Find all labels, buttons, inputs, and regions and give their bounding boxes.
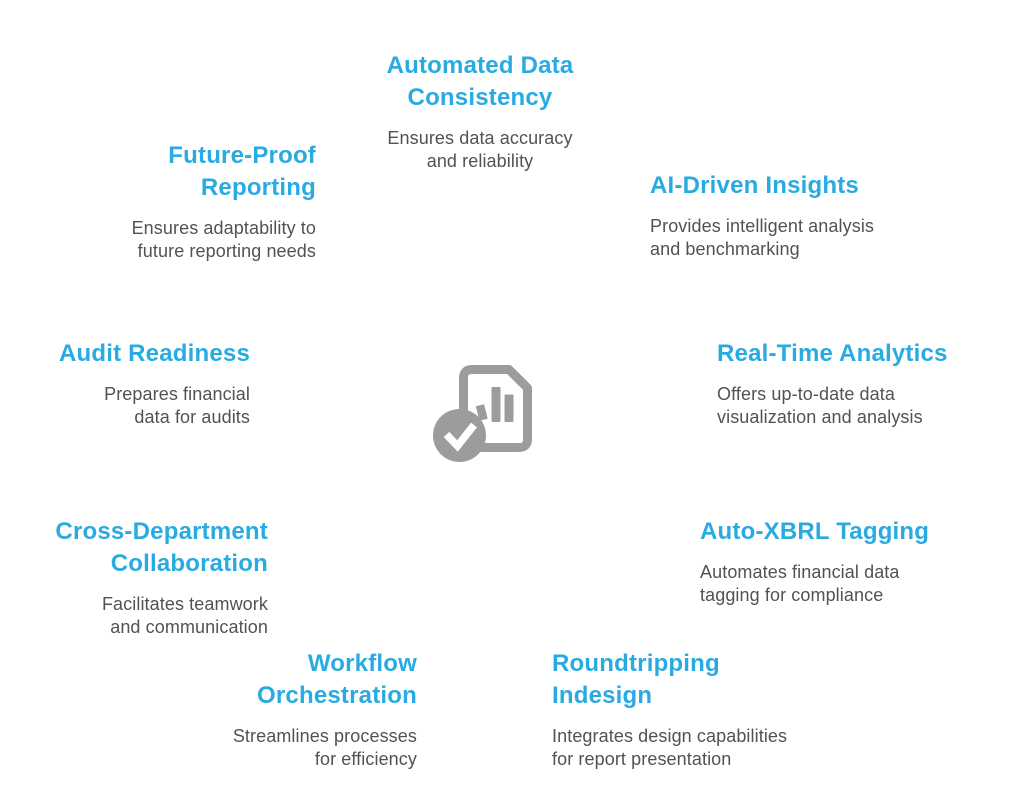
financial-report-check-icon [430,359,540,469]
report-check-svg [433,365,532,462]
feature-description: Ensures data accuracy and reliability [387,128,573,171]
feature-description: Facilitates teamwork and communication [101,594,268,637]
feature-title: Future-Proof Reporting [168,142,316,201]
feature-audit-readiness: Audit Readiness Prepares financial data … [59,338,250,429]
bar-chart-icon [475,387,514,422]
feature-description: Provides intelligent analysis and benchm… [650,216,875,259]
feature-title: Cross-Department Collaboration [55,518,268,577]
feature-automated-data-consistency: Automated Data Consistency Ensures data … [387,50,574,173]
feature-title: Automated Data Consistency [386,52,574,111]
feature-description: Integrates design capabilities for repor… [552,726,788,769]
feature-title: Auto-XBRL Tagging [700,518,930,545]
feature-ai-driven-insights: AI-Driven Insights Provides intelligent … [650,170,874,261]
feature-roundtripping-indesign: Roundtripping Indesign Integrates design… [552,648,787,771]
feature-description: Prepares financial data for audits [104,384,250,427]
feature-description: Offers up-to-date data visualization and… [717,384,923,427]
feature-real-time-analytics: Real-Time Analytics Offers up-to-date da… [717,338,948,429]
feature-auto-xbrl-tagging: Auto-XBRL Tagging Automates financial da… [700,516,929,607]
feature-workflow-orchestration: Workflow Orchestration Streamlines proce… [233,648,417,771]
feature-title: AI-Driven Insights [650,172,859,199]
feature-title: Audit Readiness [58,340,250,367]
feature-title: Roundtripping Indesign [552,650,720,709]
feature-description: Automates financial data tagging for com… [700,562,900,605]
checkmark-circle-icon [433,409,486,462]
feature-future-proof-reporting: Future-Proof Reporting Ensures adaptabil… [132,140,316,263]
feature-description: Ensures adaptability to future reporting… [131,218,316,261]
feature-description: Streamlines processes for efficiency [232,726,417,769]
feature-cross-department-collaboration: Cross-Department Collaboration Facilitat… [55,516,268,639]
feature-title: Real-Time Analytics [717,340,948,367]
feature-title: Workflow Orchestration [257,650,417,709]
